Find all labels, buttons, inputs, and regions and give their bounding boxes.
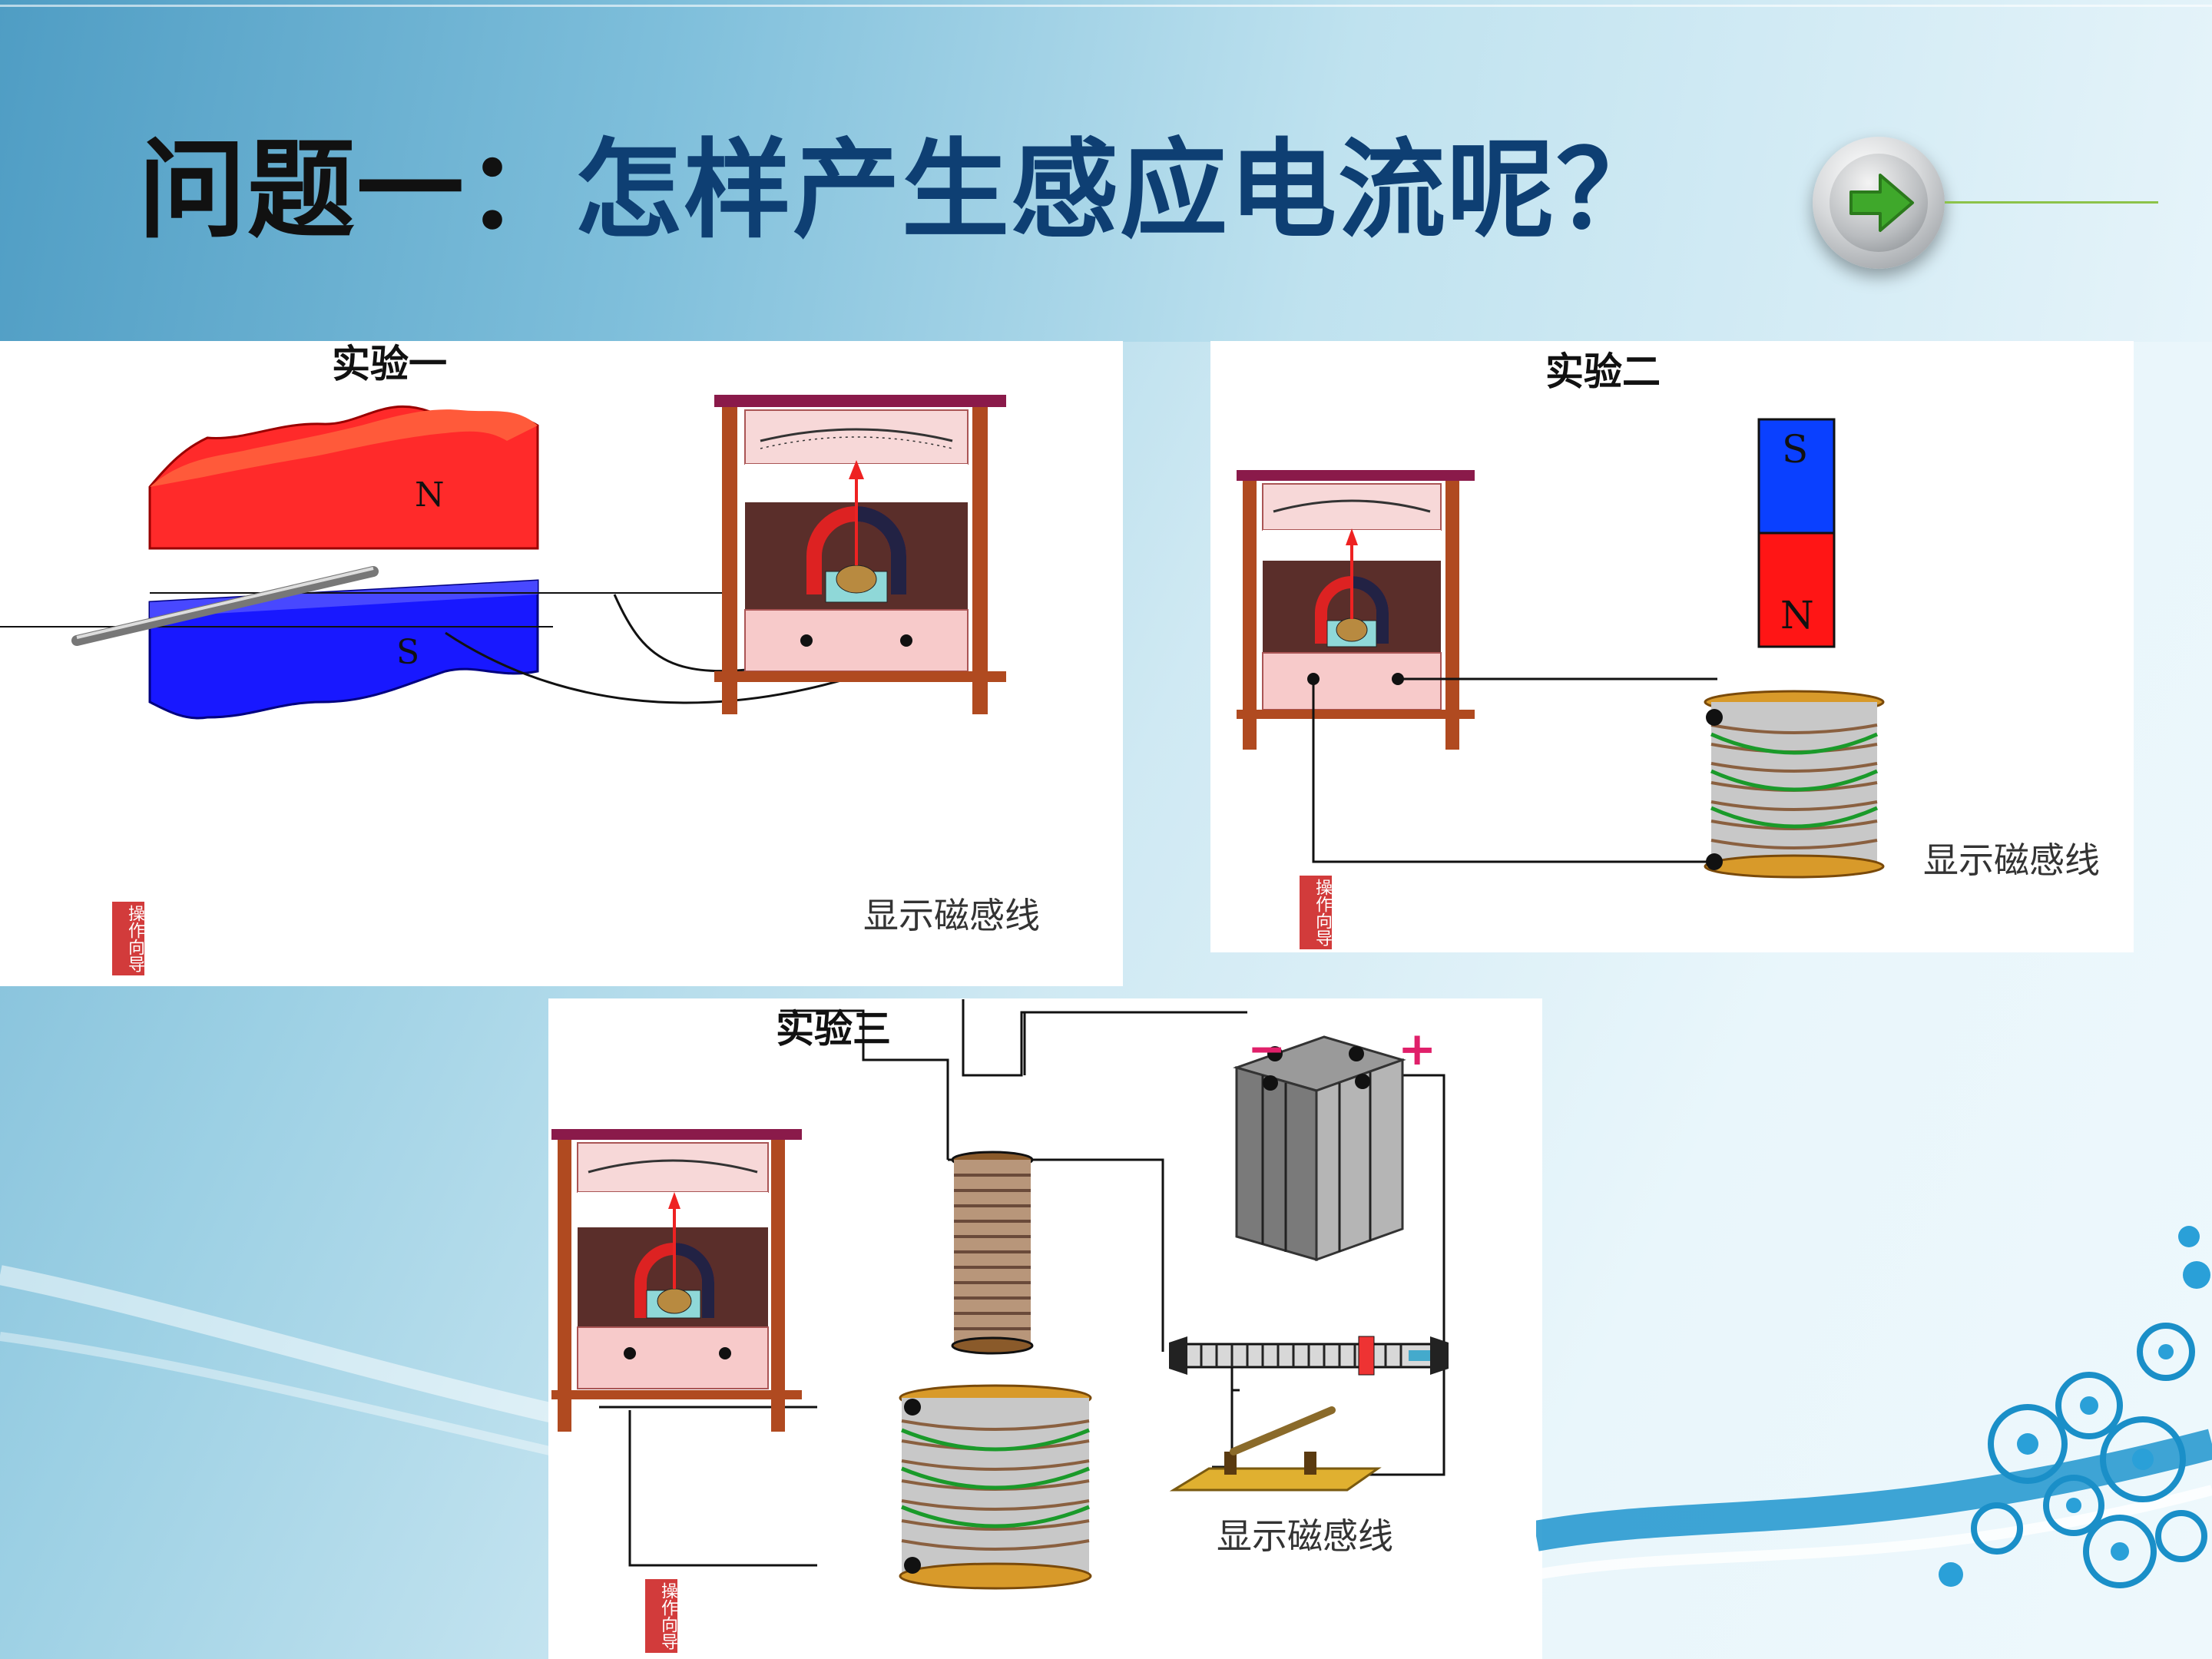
galvanometer-3 xyxy=(551,1129,802,1432)
magnet-n-letter: N xyxy=(415,475,445,515)
experiment-2-guide-tag[interactable]: 操作向导 xyxy=(1300,876,1332,949)
swoosh-decoration-left xyxy=(0,1265,553,1456)
magnet-s-letter: S xyxy=(396,633,419,672)
wire-2-lower xyxy=(1312,679,1717,863)
magnet-s-block xyxy=(148,579,539,720)
rheostat xyxy=(1169,1336,1449,1376)
experiment-1-guide-tag[interactable]: 操作向导 xyxy=(112,902,144,975)
bar-magnet-s xyxy=(1757,418,1836,535)
battery-minus-sign: − xyxy=(1247,1022,1286,1076)
experiment-1-diagram: N S xyxy=(0,395,1006,720)
arrow-right-icon xyxy=(1849,174,1914,232)
galvanometer-2 xyxy=(1237,470,1475,750)
battery xyxy=(1233,1035,1406,1262)
wire-3-battery xyxy=(780,1009,949,1160)
wire-3-top xyxy=(962,999,1247,1077)
experiment-3-panel: 实验三 显示磁感线 操作向导 − + xyxy=(548,998,1542,1659)
wire-3-coil-lower xyxy=(628,1410,817,1567)
experiment-2-show-field-lines[interactable]: 显示磁感线 xyxy=(1923,839,2100,881)
bar-magnet-n-letter: N xyxy=(1780,593,1814,637)
experiment-1-caption: 实验一 xyxy=(332,341,447,386)
conductor-rod-highlight xyxy=(76,567,374,639)
accent-line xyxy=(1945,201,2158,204)
experiment-2-panel: S N xyxy=(1210,341,2134,952)
experiment-3-show-field-lines[interactable]: 显示磁感线 xyxy=(1217,1515,1393,1557)
bar-magnet-n xyxy=(1757,531,1836,648)
coil-2 xyxy=(1704,690,1885,879)
bar-magnet-s-letter: S xyxy=(1782,427,1808,472)
experiment-3-caption: 实验三 xyxy=(776,1006,891,1051)
title-main: 怎样产生感应电流呢？ xyxy=(575,127,1666,253)
lead-wire-2 xyxy=(445,631,907,704)
small-coil xyxy=(951,1151,1034,1355)
switch xyxy=(1169,1406,1382,1492)
title-prefix: 问题一： xyxy=(138,127,575,253)
conductor-rod xyxy=(71,566,379,646)
experiment-2-diagram: S N xyxy=(1237,418,1885,879)
floral-decoration xyxy=(1536,1226,2212,1588)
magnet-s-top xyxy=(150,581,538,618)
experiment-1-panel: N S xyxy=(0,341,1123,986)
large-coil xyxy=(899,1384,1092,1590)
next-button[interactable] xyxy=(1813,137,1945,269)
page-title: 问题一：怎样产生感应电流呢？ xyxy=(138,121,1665,260)
galvanometer-1 xyxy=(714,395,1006,714)
experiment-3-guide-tag[interactable]: 操作向导 xyxy=(645,1579,677,1653)
experiment-2-caption: 实验二 xyxy=(1545,349,1661,394)
magnet-n-top xyxy=(150,409,538,487)
header-divider xyxy=(0,5,2212,7)
experiment-3-diagram xyxy=(551,999,1449,1590)
battery-plus-sign: + xyxy=(1398,1022,1437,1076)
experiment-1-show-field-lines[interactable]: 显示磁感线 xyxy=(863,895,1040,936)
